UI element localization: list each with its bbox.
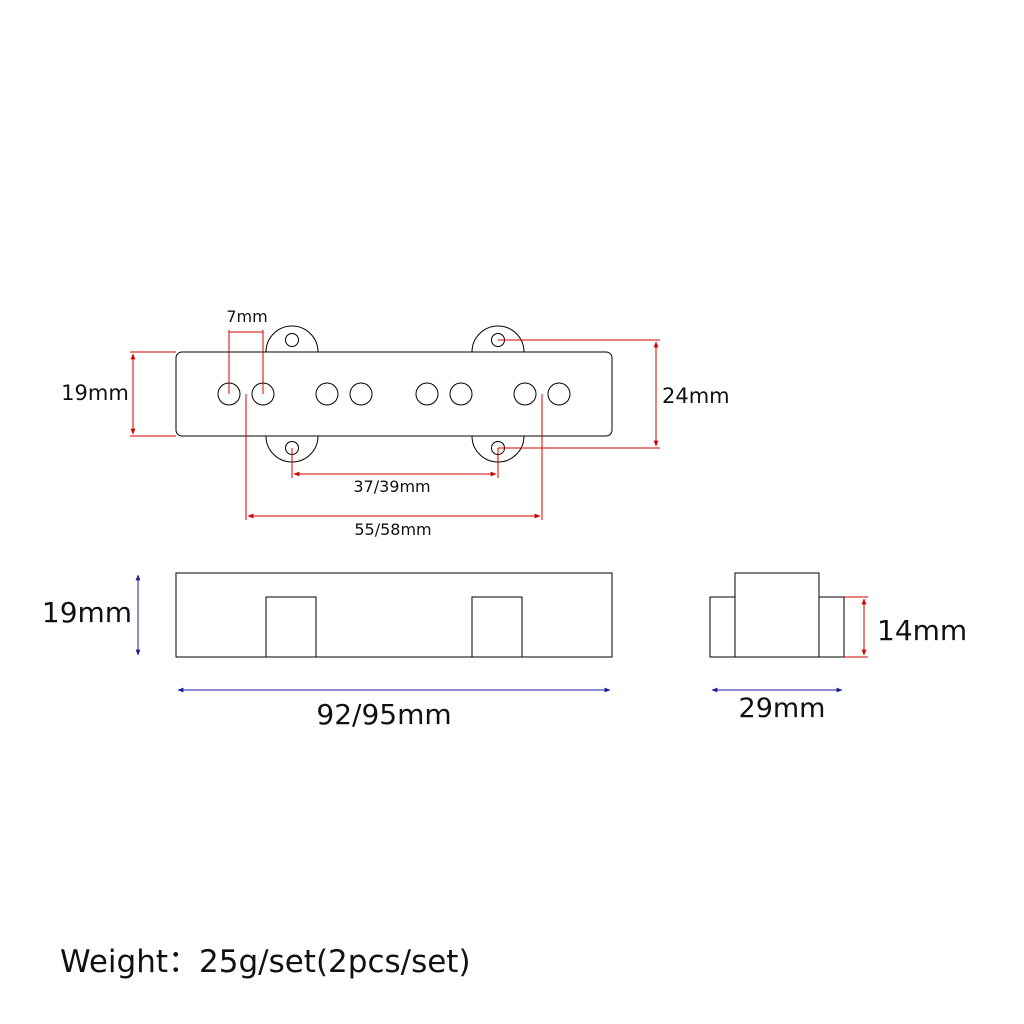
label-end-width: 29mm — [739, 693, 826, 724]
pickup-body-end — [734, 572, 820, 658]
pickup-body-side — [175, 572, 613, 658]
weight-text: Weight：25g/set(2pcs/set) — [60, 944, 471, 980]
dim-end-width: 29mm — [711, 687, 843, 724]
dim-pole-span: 55/58mm — [245, 394, 543, 539]
end-flange-left — [709, 596, 737, 658]
side-mount-tab-left — [265, 596, 317, 658]
top-view: 7mm 19mm 24mm 37/39mm 55/58m — [61, 307, 729, 539]
dim-end-height: 14mm — [844, 596, 967, 658]
pole-piece — [513, 382, 537, 406]
pole-piece — [449, 382, 473, 406]
dim-overall-height: 24mm — [498, 339, 730, 449]
pole-piece — [315, 382, 339, 406]
end-flange-right — [817, 596, 845, 658]
label-side-height: 19mm — [42, 596, 132, 629]
mount-hole-top-left — [285, 333, 299, 347]
label-side-length: 92/95mm — [316, 698, 451, 731]
dim-side-height: 19mm — [42, 574, 141, 656]
end-view: 14mm 29mm — [709, 572, 967, 724]
dim-pole-spacing: 7mm — [226, 307, 268, 394]
dim-body-height: 19mm — [61, 351, 176, 437]
pole-piece — [349, 382, 373, 406]
label-body-height: 19mm — [61, 381, 129, 405]
label-overall-height: 24mm — [662, 384, 730, 408]
dim-side-length: 92/95mm — [177, 687, 611, 731]
side-view: 19mm 92/95mm — [42, 572, 613, 731]
label-pole-spacing: 7mm — [226, 307, 267, 326]
label-end-height: 14mm — [877, 614, 967, 647]
side-mount-tab-right — [471, 596, 523, 658]
label-pole-span: 55/58mm — [354, 520, 431, 539]
label-mount-spacing: 37/39mm — [353, 477, 430, 496]
pickup-body-top — [175, 351, 613, 437]
pole-piece — [547, 382, 571, 406]
dim-mount-spacing: 37/39mm — [291, 448, 499, 496]
pole-piece — [415, 382, 439, 406]
